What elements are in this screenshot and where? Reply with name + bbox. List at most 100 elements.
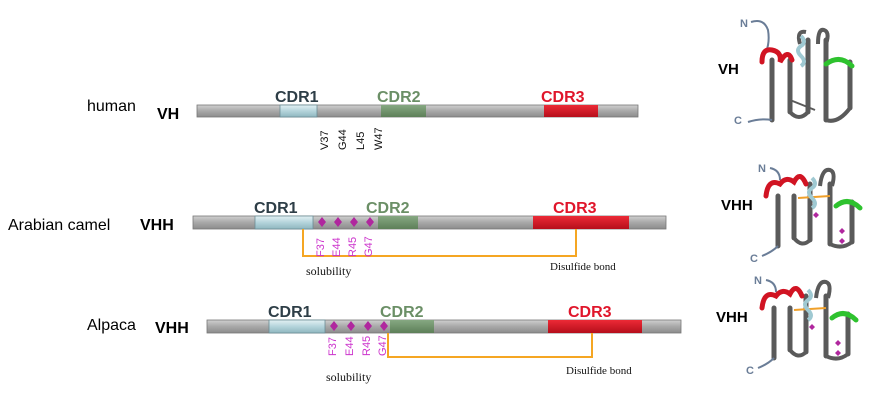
cdr3-loop [833,199,863,211]
cdr2-segment [390,320,434,333]
residue-v37: V37 [319,130,331,150]
cdr2-loop [807,176,817,210]
solubility-label: solubility [306,264,351,278]
residue-r45: R45 [361,336,373,356]
hallmark-markers [318,217,374,227]
cdr1-segment [279,104,318,118]
disulfide-bond-label: Disulfide bond [566,365,632,377]
cdr3-loop [823,57,855,69]
cdr2-segment [378,216,418,229]
cdr2-loop [796,34,806,68]
cdr3-segment [548,320,642,333]
species-label: Arabian camel [8,217,110,234]
cdr1-label: CDR1 [268,304,312,321]
structure-label: VHH [716,309,748,326]
marker-diamond [334,217,342,227]
cdr2-label: CDR2 [366,200,410,217]
residue-f37: F37 [315,238,327,257]
cdr3-label: CDR3 [568,304,612,321]
disulfide-bond-line [302,229,577,257]
structure-vhh-camel: VHH N C [721,163,863,265]
cdr1-loop [763,174,809,199]
marker-diamond [364,321,372,331]
disulfide-link [797,195,831,199]
residue-group: F37 E44 R45 G47 [327,335,389,356]
residue-l45: L45 [355,132,367,150]
lower-turns [788,348,850,361]
cdr3-segment [533,216,629,229]
lower-turns [788,106,852,123]
row-human: human VH CDR1 CDR2 CDR3 V37 G44 L45 W47 [87,89,639,150]
beta-strands [775,181,855,249]
hallmark-markers [330,321,388,331]
solubility-label: solubility [326,370,371,384]
marker-diamond [350,217,358,227]
beta-strands [771,293,851,361]
c-terminus-label: C [750,253,758,265]
n-terminal-tail [765,279,777,293]
row-arabian-camel: Arabian camel VHH CDR1 CDR2 CDR3 F37 E44… [8,200,667,278]
disulfide-bond-label: Disulfide bond [550,261,616,273]
disulfide-link [793,307,827,311]
residue-group: V37 G44 L45 W47 [319,127,385,150]
species-label: human [87,98,136,115]
domain-label: VHH [155,320,189,337]
disulfide-bond-line [387,333,593,358]
upper-turns [818,167,836,187]
c-terminal-tail [747,118,773,123]
upper-turns [796,27,830,45]
cdr2-label: CDR2 [377,89,421,106]
cdr2-loop [803,288,813,322]
n-terminus-label: N [740,18,748,30]
residue-group: F37 E44 R45 G47 [315,236,375,257]
residue-r45: R45 [347,237,359,257]
domain-label: VH [157,106,179,123]
cdr1-loop [759,286,805,311]
n-terminal-tail [769,167,781,181]
row-alpaca: Alpaca VHH CDR1 CDR2 CDR3 F37 E44 R45 G4… [87,304,682,384]
n-terminus-label: N [758,163,766,175]
structure-vh: VH N C [718,18,855,127]
marker-diamond [347,321,355,331]
c-terminal-tail [757,357,775,369]
cdr2-label: CDR2 [380,304,424,321]
residue-g44: G44 [337,129,349,150]
residue-g47: G47 [377,335,389,356]
residue-g47: G47 [363,236,375,257]
lower-turns [792,236,854,249]
c-terminus-label: C [746,365,754,377]
structure-label: VH [718,61,739,78]
residue-e44: E44 [331,237,343,257]
c-terminal-tail [761,245,779,257]
marker-diamond [330,321,338,331]
c-terminus-label: C [734,115,742,127]
species-label: Alpaca [87,317,136,334]
residue-w47: W47 [373,127,385,150]
cdr1-loop [759,47,795,65]
cdr1-segment [268,319,326,334]
residue-f37: F37 [327,337,339,356]
marker-diamond [366,217,374,227]
cross-link-line [789,99,816,111]
cdr3-label: CDR3 [553,200,597,217]
upper-turns [814,279,832,299]
structure-vhh-alpaca: VHH N C [716,275,859,377]
cdr3-label: CDR3 [541,89,585,106]
cdr2-segment [381,105,426,117]
structure-label: VHH [721,197,753,214]
marker-diamond [318,217,326,227]
cdr1-segment [254,215,314,230]
cdr3-loop [829,311,859,323]
marker-diamond [380,321,388,331]
domain-label: VHH [140,217,174,234]
cdr1-label: CDR1 [254,200,298,217]
residue-e44: E44 [344,336,356,356]
n-terminal-tail [750,20,770,53]
beta-strands [769,37,853,123]
n-terminus-label: N [754,275,762,287]
hallmark-markers [809,324,841,356]
hallmark-markers [813,212,845,244]
cdr1-label: CDR1 [275,89,319,106]
cdr3-segment [544,105,598,117]
